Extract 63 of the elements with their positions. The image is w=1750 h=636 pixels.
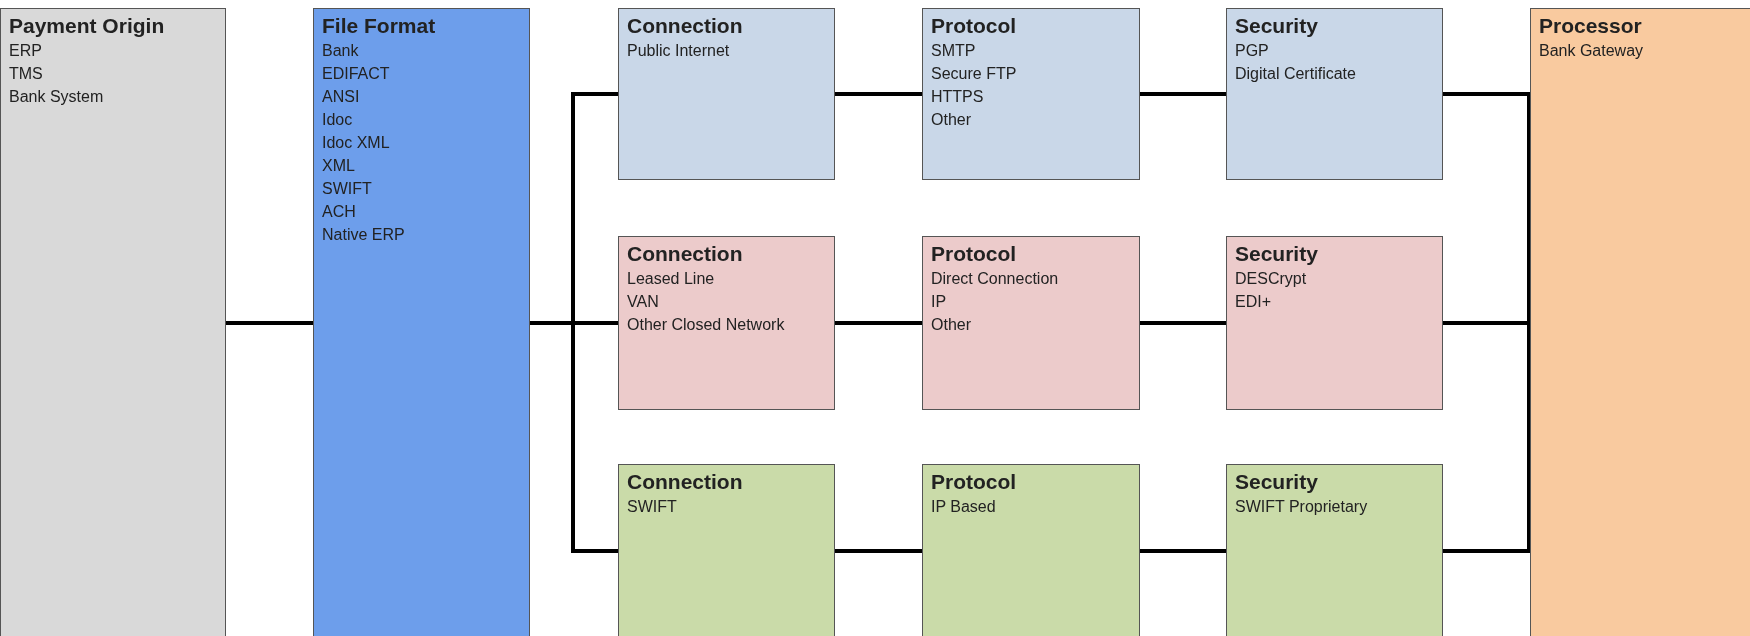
connector-line bbox=[835, 92, 922, 96]
category-box bbox=[0, 8, 226, 636]
list-item: Direct Connection bbox=[931, 269, 1059, 289]
list-item: XML bbox=[322, 156, 355, 176]
category-box bbox=[922, 464, 1140, 636]
connector-line bbox=[835, 321, 922, 325]
category-box bbox=[1226, 464, 1443, 636]
box-heading: Protocol bbox=[931, 241, 1017, 267]
list-item: Other Closed Network bbox=[627, 315, 785, 335]
category-box bbox=[1226, 236, 1443, 410]
category-box bbox=[618, 8, 835, 180]
list-item: Other bbox=[931, 315, 971, 335]
box-heading: Connection bbox=[627, 469, 743, 495]
list-item: PGP bbox=[1235, 41, 1269, 61]
connector-line bbox=[835, 549, 922, 553]
box-heading: Security bbox=[1235, 241, 1318, 267]
list-item: SMTP bbox=[931, 41, 976, 61]
category-box bbox=[618, 464, 835, 636]
box-heading: Security bbox=[1235, 469, 1318, 495]
list-item: Bank bbox=[322, 41, 359, 61]
list-item: HTTPS bbox=[931, 87, 984, 107]
list-item: IP bbox=[931, 292, 947, 312]
list-item: Native ERP bbox=[322, 225, 405, 245]
list-item: SWIFT bbox=[322, 179, 372, 199]
box-heading: Payment Origin bbox=[9, 13, 165, 39]
category-box bbox=[922, 236, 1140, 410]
list-item: Digital Certificate bbox=[1235, 64, 1356, 84]
box-heading: Connection bbox=[627, 13, 743, 39]
list-item: ANSI bbox=[322, 87, 360, 107]
list-item: Idoc XML bbox=[322, 133, 390, 153]
list-item: Other bbox=[931, 110, 971, 130]
list-item: EDI+ bbox=[1235, 292, 1271, 312]
category-box bbox=[1226, 8, 1443, 180]
list-item: Public Internet bbox=[627, 41, 730, 61]
connector-line bbox=[1140, 92, 1226, 96]
category-box bbox=[1530, 8, 1750, 636]
list-item: IP Based bbox=[931, 497, 996, 517]
category-box bbox=[313, 8, 530, 636]
list-item: Secure FTP bbox=[931, 64, 1017, 84]
box-heading: Connection bbox=[627, 241, 743, 267]
box-heading: Protocol bbox=[931, 13, 1017, 39]
list-item: VAN bbox=[627, 292, 659, 312]
list-item: Leased Line bbox=[627, 269, 715, 289]
list-item: ACH bbox=[322, 202, 356, 222]
connector-line bbox=[530, 321, 618, 553]
list-item: SWIFT Proprietary bbox=[1235, 497, 1368, 517]
list-item: DESCrypt bbox=[1235, 269, 1307, 289]
category-box bbox=[618, 236, 835, 410]
connector-line bbox=[1140, 321, 1226, 325]
connector-line bbox=[226, 321, 313, 325]
box-heading: Protocol bbox=[931, 469, 1017, 495]
connector-line bbox=[1140, 549, 1226, 553]
box-heading: File Format bbox=[322, 13, 436, 39]
list-item: EDIFACT bbox=[322, 64, 390, 84]
list-item: Bank System bbox=[9, 87, 104, 107]
list-item: ERP bbox=[9, 41, 42, 61]
list-item: SWIFT bbox=[627, 497, 677, 517]
list-item: Bank Gateway bbox=[1539, 41, 1644, 61]
list-item: Idoc bbox=[322, 110, 353, 130]
box-heading: Processor bbox=[1539, 13, 1642, 39]
list-item: TMS bbox=[9, 64, 43, 84]
box-heading: Security bbox=[1235, 13, 1318, 39]
category-box bbox=[922, 8, 1140, 180]
